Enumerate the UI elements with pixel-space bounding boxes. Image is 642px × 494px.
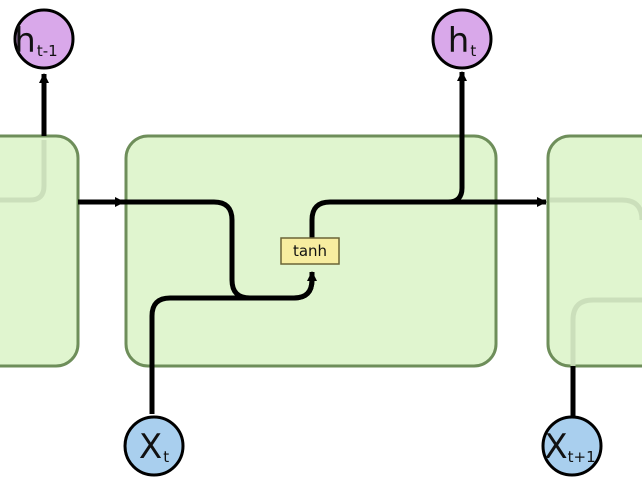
x-next-sub: t+1: [568, 448, 596, 466]
next-cell-inner-path-2: [570, 297, 642, 366]
h-t-sub: t: [470, 42, 476, 60]
node-h-t: ht: [431, 8, 493, 70]
input-path-to-tanh: [149, 271, 317, 414]
x-next-main: X: [544, 427, 567, 467]
rnn-cell-previous: [0, 134, 80, 368]
x-t-label: Xt: [139, 427, 169, 467]
x-next-label: Xt+1: [544, 427, 595, 467]
node-h-prev: ht-1: [13, 8, 75, 70]
arrow-to-h-t: [447, 71, 467, 205]
x-t-sub: t: [163, 448, 169, 466]
h-prev-label: ht-1: [14, 21, 57, 61]
h-prev-circle: [13, 8, 75, 70]
previous-cell-inner-path: [0, 140, 47, 203]
tanh-box: [280, 237, 340, 265]
h-t-label: ht: [448, 21, 477, 61]
rnn-cell-next: [546, 134, 642, 368]
tanh-label: tanh: [293, 242, 327, 260]
x-t-circle: [123, 415, 185, 477]
x-next-circle: [541, 415, 603, 477]
node-x-next: Xt+1: [541, 415, 603, 477]
x-t-main: X: [139, 427, 162, 467]
h-prev-sub: t-1: [37, 42, 58, 60]
tanh-operation: tanh: [280, 237, 340, 265]
h-t-main: h: [448, 21, 470, 61]
node-x-t: Xt: [123, 415, 185, 477]
h-prev-main: h: [14, 21, 36, 61]
h-t-circle: [431, 8, 493, 70]
tanh-output-path: [309, 197, 547, 238]
